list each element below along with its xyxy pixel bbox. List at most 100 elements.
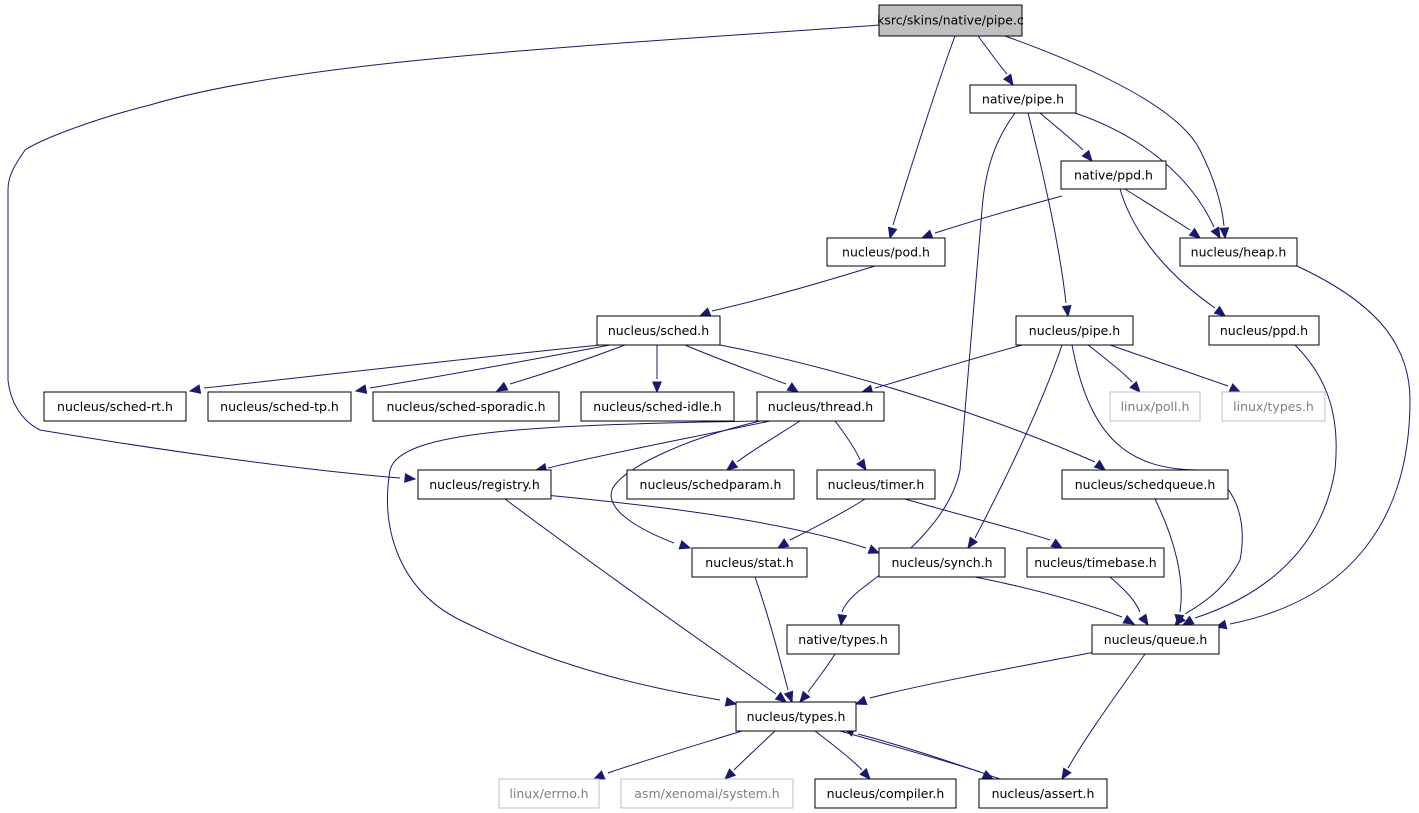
edge-line (733, 730, 776, 771)
edge-line (736, 420, 801, 463)
node-label: native/pipe.h (982, 92, 1064, 107)
arrow-head-icon (887, 226, 898, 240)
arrow-head-icon (188, 384, 202, 394)
arrow-head-icon (837, 613, 848, 627)
node-label: nucleus/stat.h (705, 555, 793, 570)
edge-synch-to-queue (974, 576, 1136, 625)
edge-ppd-to-heap (1124, 188, 1202, 239)
node-linux-types-h[interactable]: linux/types.h (1221, 391, 1326, 422)
arrow-head-icon (783, 690, 794, 704)
edge-line (1119, 188, 1216, 309)
node-nucleus-sched-h[interactable]: nucleus/sched.h (596, 315, 721, 346)
edge-types-to-compiler (814, 730, 871, 780)
edge-thread-to-types (387, 420, 758, 707)
arrow-head-icon (698, 307, 712, 317)
edge-schedqueue-to-queue (1154, 498, 1185, 627)
node-nucleus-thread-h[interactable]: nucleus/thread.h (756, 391, 885, 422)
arrow-head-icon (799, 690, 811, 703)
edge-line (834, 420, 861, 461)
edge-types-to-errno (592, 730, 743, 780)
node-nucleus-pipe-h[interactable]: nucleus/pipe.h (1015, 315, 1134, 346)
edge-line (504, 498, 777, 695)
edge-line (1074, 112, 1215, 228)
node-label: nucleus/types.h (747, 709, 846, 724)
node-linux-poll-h[interactable]: linux/poll.h (1109, 391, 1201, 422)
node-nucleus-schedparam-h[interactable]: nucleus/schedparam.h (626, 469, 795, 500)
edge-line (1087, 344, 1133, 383)
edge-native-pipe-to-native-types (837, 112, 1016, 627)
edge-line (7, 24, 881, 479)
node-nucleus-sched-sporadic-h[interactable]: nucleus/sched-sporadic.h (372, 391, 560, 422)
node-label: nucleus/ppd.h (1220, 323, 1308, 338)
edge-line (369, 344, 611, 389)
node-label: nucleus/sched-idle.h (593, 399, 721, 414)
edge-line (814, 730, 863, 771)
dependency-nodes: ksrc/skins/native/pipe.c native/pipe.h n… (43, 4, 1326, 809)
node-nucleus-timer-h[interactable]: nucleus/timer.h (816, 469, 936, 500)
node-label: nucleus/pipe.h (1029, 323, 1120, 338)
arrow-head-icon (867, 544, 881, 554)
arrow-head-icon (967, 536, 979, 550)
dependency-edges (7, 24, 1411, 781)
node-nucleus-queue-h[interactable]: nucleus/queue.h (1091, 624, 1220, 655)
edge-line (607, 730, 743, 774)
edge-line (974, 344, 1063, 539)
edge-line (807, 653, 836, 693)
node-label: nucleus/schedparam.h (640, 477, 782, 492)
arrow-head-icon (1081, 149, 1093, 162)
edge-timer-to-stat (776, 498, 866, 549)
node-nucleus-ppd-h[interactable]: nucleus/ppd.h (1208, 315, 1320, 346)
node-nucleus-registry-h[interactable]: nucleus/registry.h (417, 469, 552, 500)
node-linux-errno-h[interactable]: linux/errno.h (498, 778, 600, 809)
node-native-ppd-h[interactable]: native/ppd.h (1060, 160, 1167, 190)
node-nucleus-assert-h[interactable]: nucleus/assert.h (978, 778, 1108, 809)
edge-types-to-system (724, 730, 776, 780)
arrow-head-icon (724, 768, 737, 780)
edge-line (1039, 112, 1084, 151)
node-label: linux/poll.h (1121, 399, 1190, 414)
arrow-head-icon (776, 538, 790, 549)
node-nucleus-sched-rt-h[interactable]: nucleus/sched-rt.h (43, 391, 187, 422)
node-label: ksrc/skins/native/pipe.c (877, 13, 1024, 28)
arrow-head-icon (1061, 767, 1072, 781)
edge-line (1067, 653, 1146, 769)
node-label: nucleus/queue.h (1104, 632, 1208, 647)
arrow-head-icon (1228, 383, 1242, 393)
arrow-head-icon (592, 770, 606, 780)
node-nucleus-types-h[interactable]: nucleus/types.h (735, 701, 857, 732)
node-nucleus-heap-h[interactable]: nucleus/heap.h (1179, 237, 1298, 267)
arrow-head-icon (652, 381, 662, 394)
edge-line (839, 730, 981, 773)
edge-line (841, 112, 1016, 613)
edge-nucleus-ppd-to-queue (1181, 344, 1337, 626)
node-asm-xenomai-system-h[interactable]: asm/xenomai/system.h (620, 778, 794, 809)
edge-thread-to-timer (834, 420, 867, 472)
node-native-pipe-h[interactable]: native/pipe.h (969, 84, 1077, 114)
edge-line (544, 494, 867, 549)
node-nucleus-sched-tp-h[interactable]: nucleus/sched-tp.h (207, 391, 352, 422)
arrow-head-icon (1129, 380, 1141, 393)
node-nucleus-schedqueue-h[interactable]: nucleus/schedqueue.h (1061, 469, 1229, 500)
node-nucleus-stat-h[interactable]: nucleus/stat.h (691, 547, 808, 578)
edge-line (1109, 576, 1141, 613)
node-native-types-h[interactable]: native/types.h (786, 624, 900, 655)
edge-native-pipe-to-ppd (1039, 112, 1093, 162)
edge-line (869, 651, 1096, 699)
edge-native-pipe-to-heap (1074, 112, 1221, 240)
edge-line (857, 733, 1001, 780)
edge-line (977, 35, 1008, 75)
node-label: nucleus/sched-tp.h (220, 399, 339, 414)
edge-line (711, 265, 876, 312)
edge-line (874, 344, 1023, 389)
node-nucleus-timebase-h[interactable]: nucleus/timebase.h (1026, 547, 1165, 578)
arrow-head-icon (1174, 613, 1185, 627)
arrow-head-icon (920, 229, 934, 239)
node-nucleus-synch-h[interactable]: nucleus/synch.h (878, 547, 1006, 578)
node-ksrc-skins-native-pipe-c[interactable]: ksrc/skins/native/pipe.c (877, 4, 1024, 37)
arrow-head-icon (678, 539, 692, 550)
node-label: asm/xenomai/system.h (634, 786, 779, 801)
node-nucleus-pod-h[interactable]: nucleus/pod.h (826, 237, 946, 267)
node-nucleus-sched-idle-h[interactable]: nucleus/sched-idle.h (580, 391, 735, 422)
edge-line (684, 344, 787, 385)
node-nucleus-compiler-h[interactable]: nucleus/compiler.h (814, 778, 957, 809)
